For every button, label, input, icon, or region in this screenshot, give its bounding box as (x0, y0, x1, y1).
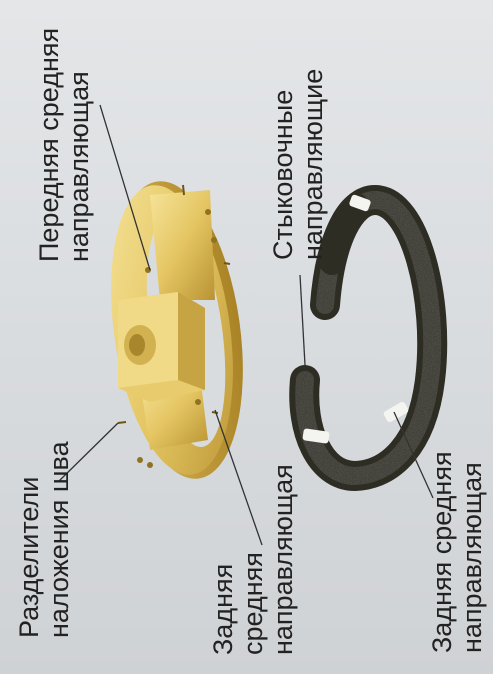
label-front-middle-guide: Передняя средняя направляющая (34, 28, 94, 262)
label-rear-middle-guide-left: Задняя средняя направляющая (208, 464, 298, 655)
label-rear-a-line-1: Задняя (208, 464, 238, 655)
label-seam-separators: Разделители наложения шва (14, 441, 74, 638)
label-rear-a-line-3: направляющая (268, 464, 298, 655)
label-dock-line-1: Стыковочные (268, 69, 298, 260)
label-front-line-2: направляющая (64, 28, 94, 262)
label-front-line-1: Передняя средняя (34, 28, 64, 262)
label-sep-line-2: наложения шва (44, 441, 74, 638)
label-rear-a-line-2: средняя (238, 464, 268, 655)
label-dock-line-2: направляющие (298, 69, 328, 260)
label-rear-middle-guide-right: Задняя средняя направляющая (427, 451, 487, 653)
label-rear-b-line-2: направляющая (457, 451, 487, 653)
label-rear-b-line-1: Задняя средняя (427, 451, 457, 653)
label-docking-guides: Стыковочные направляющие (268, 69, 328, 260)
gold-fixture (94, 173, 260, 487)
label-sep-line-1: Разделители (14, 441, 44, 638)
